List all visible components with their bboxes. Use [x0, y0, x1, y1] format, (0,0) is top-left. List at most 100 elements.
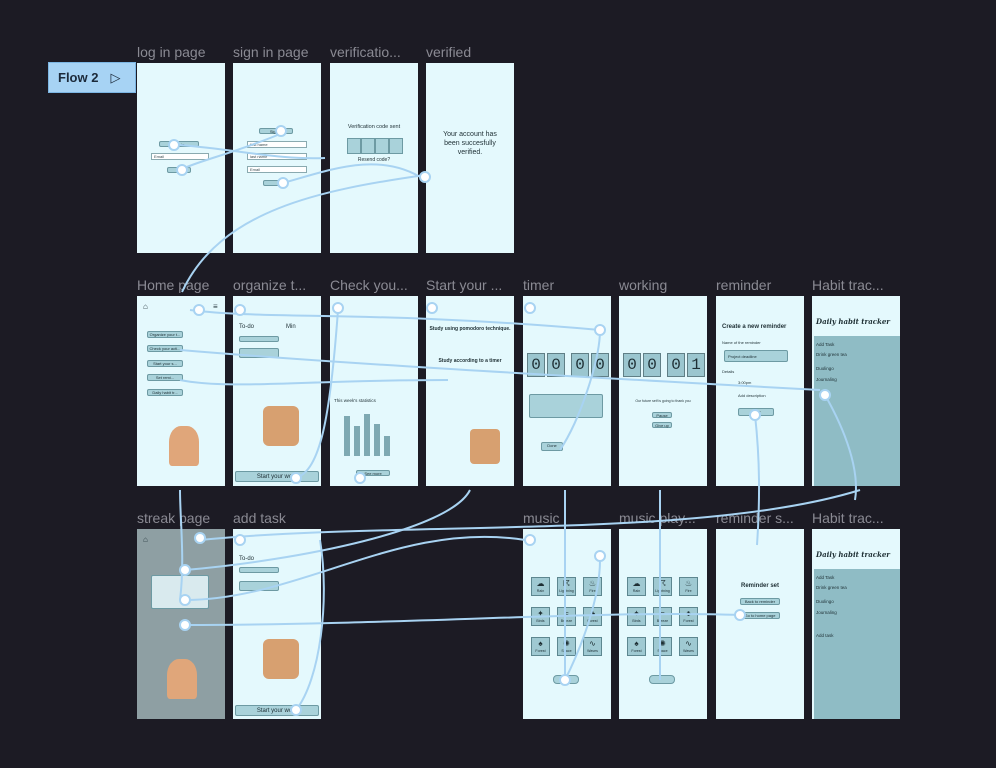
frame-check[interactable]: This week's statistics See more: [330, 296, 418, 486]
todo-item[interactable]: [239, 336, 279, 342]
signin-button[interactable]: [263, 180, 287, 186]
person-illustration: [169, 426, 199, 466]
frame-habit[interactable]: Daily habit tracker Add Task Drink green…: [812, 296, 900, 486]
frame-music-play[interactable]: ☁Rain ☈Lightning ♨Fire ✦Birds ≈Breeze ♣F…: [619, 529, 707, 719]
frame-label-login: log in page: [137, 44, 206, 60]
frame-verification[interactable]: Verification code sent Resend code?: [330, 63, 418, 253]
home-item[interactable]: Daily habit tr...: [147, 389, 183, 396]
home-item[interactable]: Start your s...: [147, 360, 183, 367]
frame-label-reminder: reminder: [716, 277, 772, 293]
frame-add[interactable]: To-do Start your work: [233, 529, 321, 719]
signin-first-name[interactable]: first name: [247, 141, 307, 148]
timer-digit: 0: [591, 353, 609, 377]
frame-timer[interactable]: 0 0 0 0 Done: [523, 296, 611, 486]
music-tile[interactable]: ✦Birds: [531, 607, 550, 626]
home-icon[interactable]: ⌂: [143, 535, 148, 544]
add-task-label[interactable]: Add Task: [816, 575, 835, 580]
frame-label-organize: organize t...: [233, 277, 307, 293]
code-box[interactable]: [361, 138, 375, 154]
frame-reminder-set[interactable]: Reminder set Back to reminder Go to home…: [716, 529, 804, 719]
music-tile[interactable]: ♣Forest: [679, 607, 698, 626]
frame-working[interactable]: 0 0 0 1 Our future self is going to than…: [619, 296, 707, 486]
frame-label-timer: timer: [523, 277, 555, 293]
music-tile[interactable]: ♠Forest: [531, 637, 550, 656]
chart-bar: [384, 436, 390, 456]
start-work-button[interactable]: Start your work: [235, 705, 319, 716]
todo-item[interactable]: [239, 581, 279, 591]
habit-grid[interactable]: Add Task Drink green tea Duolingo Journa…: [814, 336, 900, 486]
music-play-button[interactable]: Play: [553, 675, 579, 684]
reminder-done-button[interactable]: Done: [738, 408, 774, 416]
back-to-reminder-button[interactable]: Back to reminder: [740, 598, 780, 605]
play-icon[interactable]: ▷: [110, 69, 121, 85]
music-tile[interactable]: ☈Lightning: [653, 577, 672, 596]
music-tile[interactable]: ♠Forest: [627, 637, 646, 656]
music-tile[interactable]: ♨Fire: [583, 577, 602, 596]
music-tile[interactable]: ☈Lightning: [557, 577, 576, 596]
frame-habit2[interactable]: Daily habit tracker Add Task Drink green…: [812, 529, 900, 719]
add-task-button[interactable]: Add task: [816, 633, 834, 638]
reminder-name-input[interactable]: Project deadline: [724, 350, 788, 362]
give-up-button[interactable]: Give up: [652, 422, 672, 428]
code-box[interactable]: [389, 138, 403, 154]
music-tile[interactable]: ∿Waves: [583, 637, 602, 656]
home-item[interactable]: Check your acti...: [147, 345, 183, 352]
flow-2-tag[interactable]: Flow 2 ▷: [48, 62, 136, 93]
code-box[interactable]: [375, 138, 389, 154]
reminder-title: Create a new reminder: [722, 324, 787, 330]
books-illustration: [470, 429, 500, 464]
login-button[interactable]: [167, 167, 191, 173]
home-item[interactable]: Organize your t...: [147, 331, 183, 338]
music-tile[interactable]: ≈Breeze: [557, 607, 576, 626]
menu-icon[interactable]: ≡: [213, 302, 218, 311]
todo-item[interactable]: [239, 348, 279, 358]
frame-start[interactable]: Study using pomodoro technique. Study ac…: [426, 296, 514, 486]
reminder-time[interactable]: 3:00pm: [738, 380, 752, 385]
chart-bar: [354, 426, 360, 456]
see-more-button[interactable]: See more: [356, 470, 390, 476]
frame-reminder[interactable]: Create a new reminder Name of the remind…: [716, 296, 804, 486]
add-task-label[interactable]: Add Task: [816, 342, 835, 347]
login-email-field[interactable]: Email: [151, 153, 209, 160]
todo-item[interactable]: [239, 567, 279, 573]
music-tile[interactable]: ☁Rain: [531, 577, 550, 596]
pause-button[interactable]: Pause: [652, 412, 672, 418]
start-work-button[interactable]: Start your work: [235, 471, 319, 482]
signin-email[interactable]: Email: [247, 166, 307, 173]
music-pause-button[interactable]: [649, 675, 675, 684]
frame-login[interactable]: Log in Email: [137, 63, 225, 253]
go-home-button[interactable]: Go to home page: [740, 612, 780, 619]
habit-grid[interactable]: Add Task Drink green tea Duolingo Journa…: [814, 569, 900, 719]
streak-popup[interactable]: [151, 575, 209, 609]
music-tile[interactable]: ♨Fire: [679, 577, 698, 596]
home-icon[interactable]: ⌂: [143, 302, 148, 311]
signin-last-name[interactable]: last name: [247, 153, 307, 160]
add-description[interactable]: Add description: [738, 393, 766, 398]
frame-label-verification: verificatio...: [330, 44, 401, 60]
frame-home[interactable]: ⌂ ≡ Organize your t... Check your acti..…: [137, 296, 225, 486]
books-illustration: [263, 639, 299, 679]
home-item[interactable]: Set remi...: [147, 374, 183, 381]
frame-label-habit: Habit trac...: [812, 277, 884, 293]
music-tile[interactable]: ∿Waves: [679, 637, 698, 656]
login-top-button[interactable]: Log in: [159, 141, 199, 147]
music-tile[interactable]: ≈Breeze: [653, 607, 672, 626]
frame-label-working: working: [619, 277, 668, 293]
connection-line: [184, 489, 471, 571]
music-tile[interactable]: ✦Birds: [627, 607, 646, 626]
frame-music[interactable]: ☁Rain ☈Lightning ♨Fire ✦Birds ≈Breeze ♣F…: [523, 529, 611, 719]
timer-task-box[interactable]: [529, 394, 603, 418]
frame-label-add: add task: [233, 510, 286, 526]
frame-organize[interactable]: To-do Min Start your work: [233, 296, 321, 486]
music-tile[interactable]: ✺Space: [557, 637, 576, 656]
frame-verified[interactable]: Your account has been succesfully verifi…: [426, 63, 514, 253]
music-tile[interactable]: ♣Forest: [583, 607, 602, 626]
signin-title: Sign in: [259, 128, 293, 134]
frame-streak[interactable]: ⌂: [137, 529, 225, 719]
music-tile[interactable]: ✺Space: [653, 637, 672, 656]
music-tile[interactable]: ☁Rain: [627, 577, 646, 596]
timer-done-button[interactable]: Done: [541, 442, 563, 451]
frame-signin[interactable]: Sign in first name last name Email: [233, 63, 321, 253]
code-box[interactable]: [347, 138, 361, 154]
resend-code-link[interactable]: Resend code?: [357, 157, 391, 163]
